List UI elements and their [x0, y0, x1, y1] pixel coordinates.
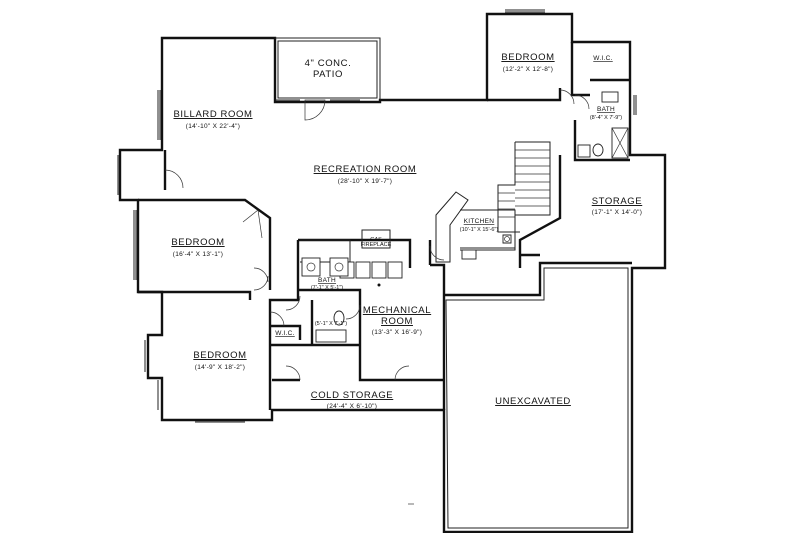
billiard-room-dim: (14'-10" X 22'-4") — [186, 123, 240, 130]
fireplace-label-line2: FIREPLACE — [361, 242, 392, 248]
room-labels: 4" CONC. PATIO BEDROOM (12'-2" X 12'-8")… — [171, 52, 642, 410]
bedroom-ne-dim: (12'-2" X 12'-8") — [503, 66, 554, 73]
bedroom-ne-name: BEDROOM — [501, 52, 554, 63]
bath-ne-dim: (8'-4" X 7'-9") — [590, 115, 622, 121]
recreation-room-name: RECREATION ROOM — [314, 164, 417, 175]
mechanical-dim: (13'-3" X 16'-9") — [372, 329, 423, 336]
patio-label-line2: PATIO — [313, 69, 343, 80]
wic-sw-label: W.I.C. — [275, 330, 295, 337]
mechanical-name-line1: MECHANICAL — [363, 305, 431, 316]
mechanical-name-line2: ROOM — [381, 316, 413, 327]
windows — [117, 9, 637, 423]
stairs — [497, 141, 551, 233]
storage-name: STORAGE — [592, 196, 642, 207]
bath-center-dim: (7'-1" X 5'-1") — [311, 285, 343, 291]
unexcavated-name: UNEXCAVATED — [495, 396, 571, 407]
bath-small-dim: (5'-1" X 7'-1") — [315, 321, 347, 327]
bedroom-w-name: BEDROOM — [171, 237, 224, 248]
exterior-walls — [118, 12, 667, 533]
patio-label-line1: 4" CONC. — [305, 58, 352, 69]
cold-storage-dim: (24'-4" X 6'-10") — [327, 403, 378, 410]
bath-ne-name: BATH — [597, 106, 615, 113]
storage-dim: (17'-1" X 14'-0") — [592, 209, 643, 216]
kitchen-dim: (10'-1" X 15'-6") — [460, 227, 499, 233]
doors — [164, 89, 590, 381]
bath-center-name: BATH — [318, 277, 336, 284]
kitchen-counters — [435, 191, 516, 263]
bath-fixtures — [301, 91, 629, 343]
billiard-room-name: BILLARD ROOM — [174, 109, 253, 120]
wic-ne-label: W.I.C. — [593, 55, 613, 62]
bedroom-sw-dim: (14'-9" X 18'-2") — [195, 364, 246, 371]
bedroom-w-dim: (16'-4" X 13'-1") — [173, 251, 224, 258]
fireplace-label-line1: GAS — [370, 237, 382, 243]
recreation-room-dim: (28'-10" X 19'-7") — [338, 178, 392, 185]
cold-storage-name: COLD STORAGE — [311, 390, 394, 401]
kitchen-name: KITCHEN — [464, 218, 495, 225]
bedroom-sw-name: BEDROOM — [193, 350, 246, 361]
